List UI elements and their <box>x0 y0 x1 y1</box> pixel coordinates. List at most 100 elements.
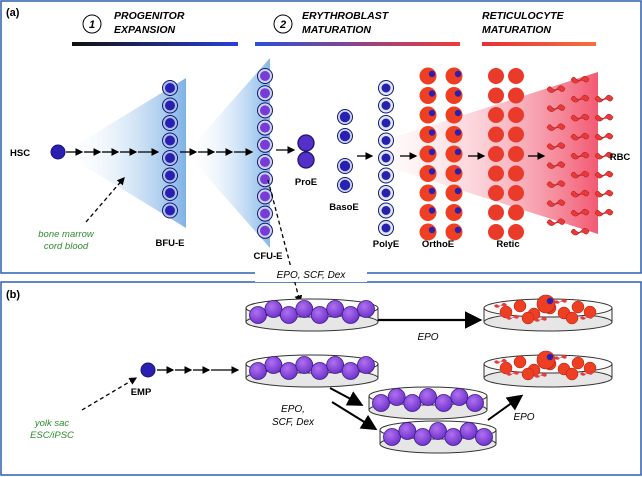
culture-rbc <box>494 358 507 364</box>
cfue-cell <box>257 154 273 170</box>
orthoe-cell <box>419 126 437 143</box>
orthoe-cell <box>419 87 437 104</box>
rbc-cell <box>570 113 590 122</box>
cfue-cell <box>257 102 273 119</box>
orthoe-cell <box>445 184 463 202</box>
polye-cell <box>378 115 394 131</box>
orthoe-cell <box>445 165 463 182</box>
culture-to-bottom-arrow <box>331 401 378 431</box>
emp-label: EMP <box>131 387 152 398</box>
culture-rbc <box>554 354 567 360</box>
bfue-cell <box>162 97 178 114</box>
cfue-to-culture-dashed-arrow <box>267 179 303 304</box>
bfue-cell-column <box>162 80 178 219</box>
rbc-cell <box>546 199 566 207</box>
basoe-cells <box>337 109 353 193</box>
retic-label: Retic <box>496 239 519 250</box>
step-2-title-line2: MATURATION <box>302 24 371 36</box>
orthoe-cell-columns <box>419 67 463 241</box>
step-3-title-line1: RETICULOCYTE <box>482 10 565 22</box>
retic-cell <box>488 185 504 201</box>
culture-cell <box>565 311 579 325</box>
cfue-cell <box>257 119 273 136</box>
culture-cell <box>357 300 375 318</box>
retic-cell <box>508 146 524 162</box>
step-2-circle <box>273 14 293 34</box>
retic-cell <box>488 87 504 104</box>
dish-erythroid-top <box>483 294 613 332</box>
orthoe-cell <box>445 145 463 163</box>
cfue-cell <box>257 205 273 222</box>
culture-cell <box>475 428 493 446</box>
rbc-cell <box>594 189 614 198</box>
culture-cell <box>279 362 298 380</box>
retic-cell-columns <box>488 68 524 240</box>
step-1-bar <box>72 42 238 46</box>
retic-cell <box>508 224 524 240</box>
polye-cell <box>378 202 394 219</box>
rbc-label: RBC <box>610 152 631 163</box>
rbc-cell <box>594 170 614 179</box>
cfue-cell <box>257 171 273 188</box>
culture-rbc <box>580 370 593 376</box>
cfue-cell <box>257 222 273 239</box>
step-2-title-line1: ERYTHROBLAST <box>302 10 390 22</box>
culture-cell <box>413 428 432 446</box>
orthoe-cell <box>419 223 437 241</box>
culture-rbc <box>506 370 519 376</box>
cfue-expansion-triangle <box>186 58 270 248</box>
rbc-cell <box>546 180 566 188</box>
retic-cell <box>508 185 524 201</box>
culture-cell <box>499 361 513 375</box>
source-b-line1: yolk sac <box>34 418 70 429</box>
culture-cell <box>466 394 484 412</box>
orthoe-label: OrthoE <box>422 239 454 250</box>
bfue-cell <box>162 115 178 131</box>
dish-progenitor-middle <box>245 354 379 388</box>
header-step-3: RETICULOCYTE MATURATION <box>482 10 596 46</box>
culture-cell <box>444 428 463 446</box>
culture-cell <box>450 388 469 406</box>
culture-cell <box>536 350 556 370</box>
rbc-cell <box>546 123 566 131</box>
culture-cell <box>357 356 375 374</box>
retic-cell <box>508 204 524 221</box>
proe-cells <box>297 134 315 169</box>
rbc-cell <box>594 151 614 160</box>
culture-cell <box>536 294 556 314</box>
retic-cell <box>488 146 504 162</box>
cfue-cell <box>257 68 273 84</box>
polye-cell <box>378 80 394 96</box>
step-2-bar <box>255 42 460 46</box>
orthoe-cell <box>445 87 463 104</box>
culture-cell <box>341 306 360 324</box>
header-step-1: 1 PROGENITOR EXPANSION <box>72 10 238 46</box>
retic-cell <box>488 204 504 221</box>
culture-cell <box>249 306 267 324</box>
cfue-cell <box>257 85 273 102</box>
culture-cell <box>521 311 535 325</box>
factors-mid-line2: SCF, Dex <box>272 417 315 428</box>
rbc-cell <box>570 227 590 236</box>
retic-cell <box>488 68 504 84</box>
polye-cell <box>378 150 394 166</box>
orthoe-cell <box>419 165 437 182</box>
bfue-expansion-triangle <box>63 78 186 228</box>
hsc-label: HSC <box>10 148 30 159</box>
step-2-number: 2 <box>279 19 286 31</box>
step-1-title-line1: PROGENITOR <box>114 10 185 22</box>
hsc-cell <box>50 144 66 160</box>
factors-top-text: EPO, SCF, Dex <box>277 270 347 281</box>
culture-cell <box>419 388 437 406</box>
bfue-cell <box>162 167 178 184</box>
culture-cell <box>429 422 447 440</box>
culture-cell <box>341 362 360 380</box>
culture-cell <box>571 300 585 314</box>
polye-cell <box>378 167 394 184</box>
culture-cell <box>398 422 417 440</box>
source-a-line1: bone marrow <box>38 229 95 240</box>
culture-nucleus <box>546 353 554 361</box>
culture-cell <box>521 367 535 381</box>
dish-progenitor-center <box>368 386 488 420</box>
